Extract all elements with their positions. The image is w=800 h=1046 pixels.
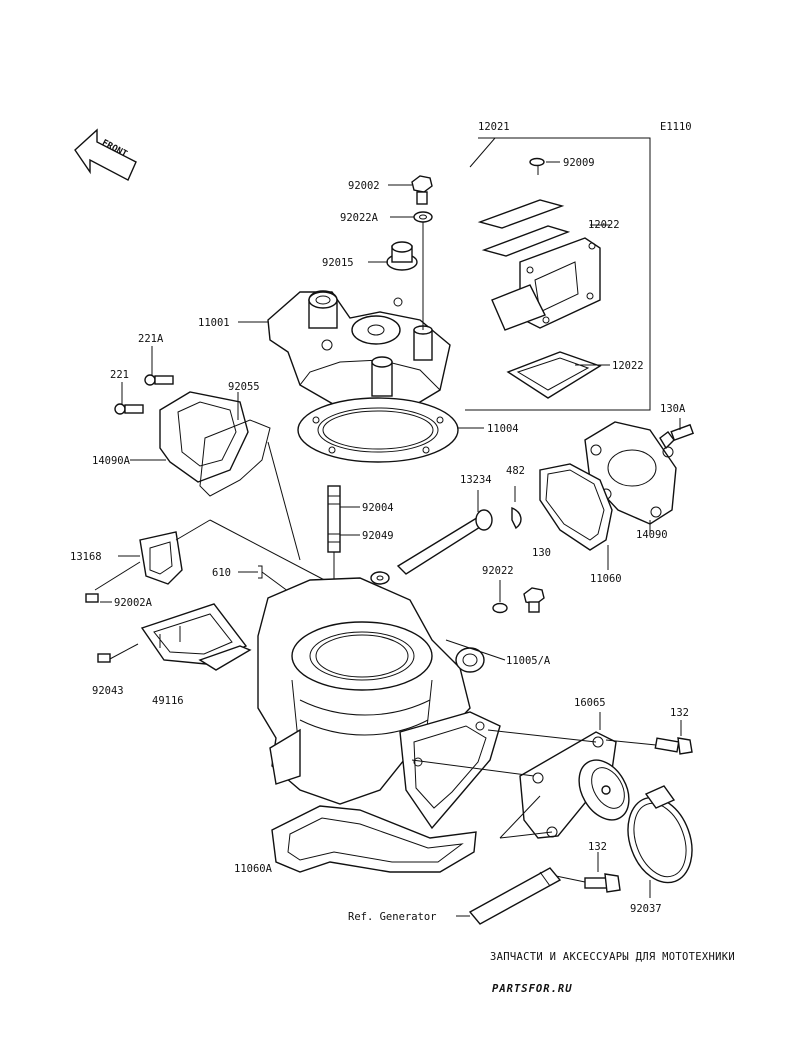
exhaust-valve-shaft	[396, 486, 522, 575]
label-13168: 13168	[70, 551, 102, 563]
label-92004: 92004	[362, 502, 394, 514]
watermark-tagline: ЗАПЧАСТИ И АКСЕССУАРЫ ДЛЯ МОТОТЕХНИКИ	[490, 951, 735, 963]
label-92002A: 92002A	[114, 597, 153, 609]
base-gasket	[271, 805, 477, 873]
label-221: 221	[110, 369, 129, 381]
label-11060A: 11060A	[234, 863, 273, 875]
label-11005A: 11005/A	[506, 655, 551, 667]
label-130: 130	[532, 547, 551, 559]
front-arrow-icon: FRONT	[74, 128, 137, 181]
label-92015: 92015	[322, 257, 354, 269]
label-ref-generator: Ref. Generator	[348, 911, 437, 923]
label-92022: 92022	[482, 565, 514, 577]
label-92009: 92009	[563, 157, 595, 169]
label-132-top: 132	[670, 707, 689, 719]
label-92002: 92002	[348, 180, 380, 192]
label-13234: 13234	[460, 474, 492, 486]
stud-bolt	[327, 485, 390, 620]
bracket-group	[85, 519, 335, 603]
label-482: 482	[506, 465, 525, 477]
label-92055: 92055	[228, 381, 260, 393]
label-11004: 11004	[487, 423, 519, 435]
label-11060: 11060	[590, 573, 622, 585]
label-132-bottom: 132	[588, 841, 607, 853]
generator-hose	[456, 867, 562, 925]
intake-manifold	[411, 712, 693, 893]
cylinder-head	[238, 175, 451, 409]
label-14090A: 14090A	[92, 455, 131, 467]
diagram-code: E1110	[660, 121, 692, 133]
label-92043: 92043	[92, 685, 124, 697]
label-11001: 11001	[198, 317, 230, 329]
hose-clamp	[627, 785, 693, 898]
reed-block	[97, 603, 252, 671]
reed-valve-group	[465, 137, 651, 411]
watermark-logo: PARTSFOR.RU	[492, 983, 573, 995]
head-gasket	[297, 397, 484, 463]
label-130A: 130A	[660, 403, 686, 415]
cylinder-block	[257, 577, 506, 830]
label-92037: 92037	[630, 903, 662, 915]
label-12022-upper: 12022	[588, 219, 620, 231]
label-610: 610	[212, 567, 231, 579]
label-92022A: 92022A	[340, 212, 379, 224]
right-cover-group	[539, 418, 695, 570]
left-cover-group	[114, 346, 301, 561]
label-14090: 14090	[636, 529, 668, 541]
label-221A: 221A	[138, 333, 164, 345]
label-12021: 12021	[478, 121, 510, 133]
right-bolt	[492, 580, 545, 614]
label-92049: 92049	[362, 530, 394, 542]
label-16065: 16065	[574, 697, 606, 709]
label-49116: 49116	[152, 695, 184, 707]
label-12022-lower: 12022	[612, 360, 644, 372]
